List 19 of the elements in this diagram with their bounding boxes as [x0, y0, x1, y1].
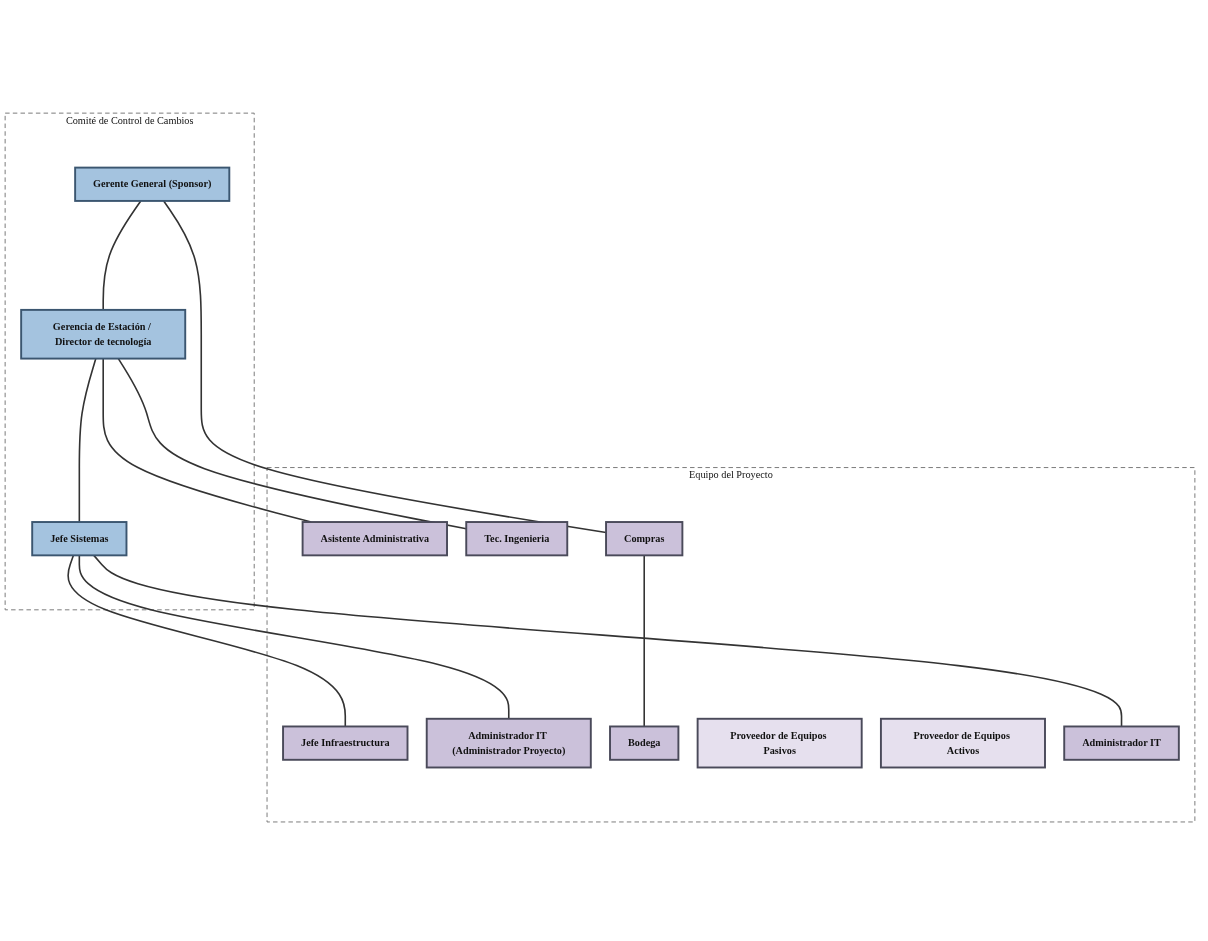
connector — [67, 554, 347, 728]
node-box: Jefe Infraestructura — [282, 725, 409, 761]
connector — [93, 554, 1123, 728]
node-box: Jefe Sistemas — [31, 521, 128, 557]
node-box: Gerente General (Sponsor) — [74, 166, 231, 202]
connector — [78, 554, 510, 720]
node-box: Tec. Ingenieria — [465, 521, 569, 557]
node-box: Administrador IT — [1063, 725, 1180, 761]
node-box: Bodega — [609, 725, 680, 761]
node-box: Proveedor de Equipos Activos — [879, 717, 1046, 769]
connector — [643, 554, 645, 728]
connector — [162, 200, 607, 534]
node-box: Proveedor de Equipos Pasivos — [696, 717, 863, 769]
node-box: Gerencia de Estación / Director de tecnología — [20, 308, 187, 360]
node-box: Administrador IT (Administrador Proyecto) — [425, 717, 592, 769]
node-box: Asistente Administrativa — [301, 521, 448, 557]
node-box: Compras — [605, 521, 684, 557]
connector — [102, 200, 142, 311]
connector — [78, 357, 97, 523]
